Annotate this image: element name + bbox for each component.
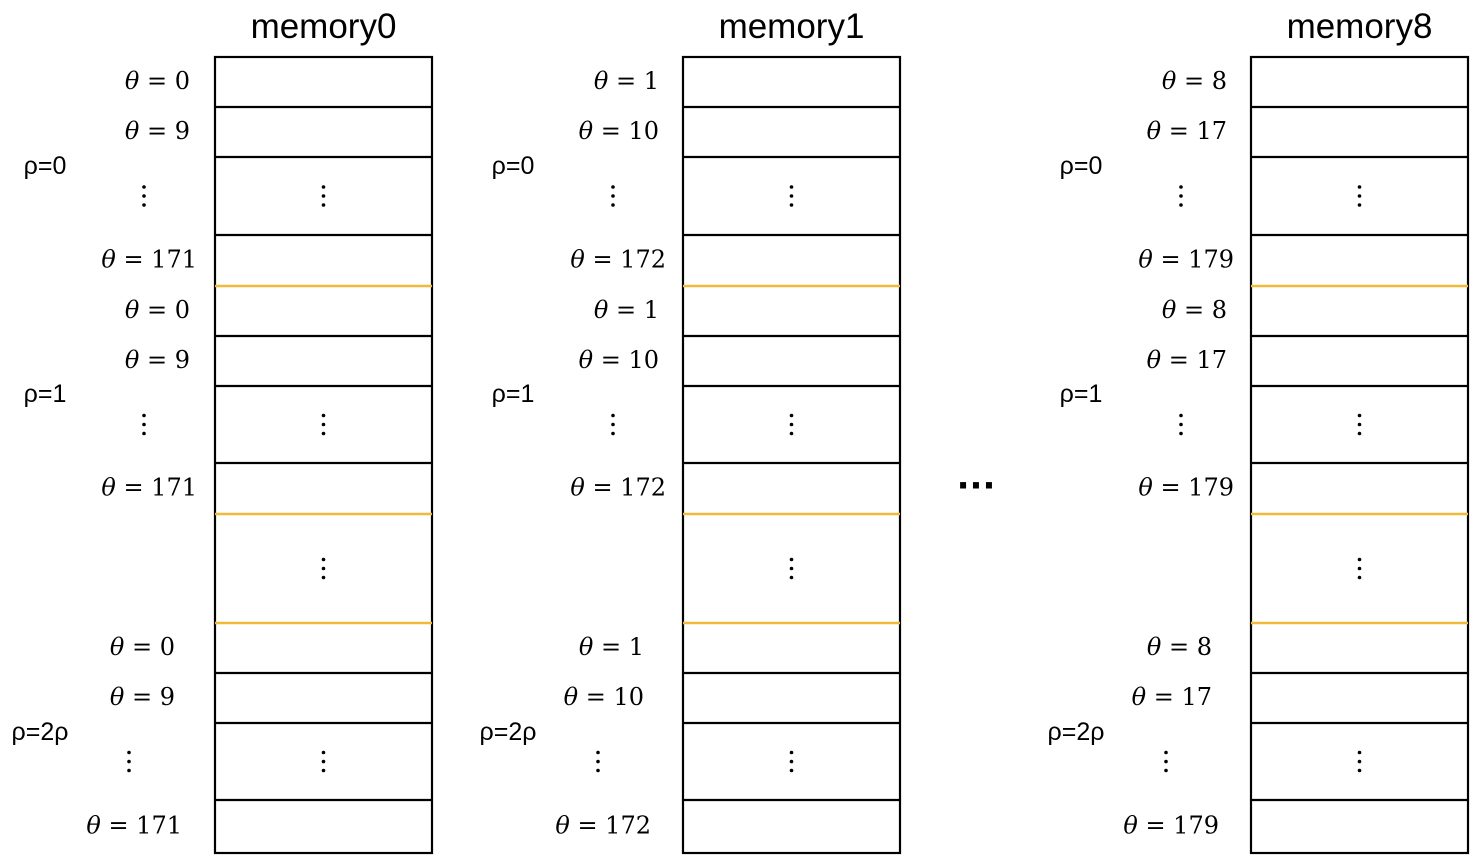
memory-block-outline <box>681 55 902 855</box>
theta-label-second: θ = 17 <box>1147 117 1227 145</box>
theta-label-last: θ = 171 <box>101 246 197 274</box>
rho-label: ρ=2ρ <box>12 718 69 746</box>
label-vertical-ellipsis <box>1179 413 1183 436</box>
rho-label: ρ=2ρ <box>480 718 537 746</box>
rho-label: ρ=1 <box>1060 380 1103 408</box>
rho-label: ρ=0 <box>24 152 67 180</box>
memory-title: memory8 <box>1287 7 1433 46</box>
cell-vertical-ellipsis <box>321 185 326 207</box>
theta-label-second: θ = 17 <box>1147 346 1227 374</box>
theta-label-first: θ = 1 <box>579 633 644 661</box>
rho-group-2: ρ=2ρ θ = 8 θ = 17 θ = 179 <box>1048 633 1219 840</box>
theta-label-second: θ = 10 <box>564 683 644 711</box>
theta-label-first: θ = 0 <box>125 296 190 324</box>
label-vertical-ellipsis <box>1179 185 1183 207</box>
theta-label-last: θ = 179 <box>1138 246 1234 274</box>
middle-vertical-ellipsis <box>321 557 326 580</box>
theta-label-second: θ = 17 <box>1132 683 1212 711</box>
rho-label: ρ=1 <box>492 380 535 408</box>
label-vertical-ellipsis <box>611 185 615 207</box>
rho-group-2: ρ=2ρ θ = 1 θ = 10 θ = 172 <box>480 633 651 840</box>
theta-label-last: θ = 171 <box>101 474 197 502</box>
cell-vertical-ellipsis <box>789 185 794 207</box>
theta-label-last: θ = 179 <box>1138 474 1234 502</box>
memory-column-memory0: memory0 ρ=0 θ = 0 θ = 9 θ = 171 ρ=1 θ = 0 θ = 9… <box>12 7 434 855</box>
theta-label-first: θ = 1 <box>594 67 659 95</box>
label-vertical-ellipsis <box>611 413 615 436</box>
theta-label-second: θ = 9 <box>125 346 190 374</box>
rho-group-1: ρ=1 θ = 1 θ = 10 θ = 172 <box>492 296 666 502</box>
cell-vertical-ellipsis <box>1357 185 1362 207</box>
memory-block-outline <box>213 55 434 855</box>
theta-label-second: θ = 9 <box>110 683 175 711</box>
label-vertical-ellipsis <box>1164 750 1168 773</box>
theta-label-first: θ = 0 <box>125 67 190 95</box>
memory-title: memory1 <box>719 7 865 46</box>
rho-group-2: ρ=2ρ θ = 0 θ = 9 θ = 171 <box>12 633 182 840</box>
cell-vertical-ellipsis <box>789 750 794 773</box>
theta-label-first: θ = 8 <box>1162 296 1227 324</box>
rho-group-1: ρ=1 θ = 8 θ = 17 θ = 179 <box>1060 296 1234 502</box>
rho-group-0: ρ=0 θ = 0 θ = 9 θ = 171 <box>24 67 197 274</box>
label-vertical-ellipsis <box>142 185 146 207</box>
cell-vertical-ellipsis <box>321 413 326 436</box>
rho-label: ρ=1 <box>24 380 67 408</box>
theta-label-second: θ = 9 <box>125 117 190 145</box>
rho-group-1: ρ=1 θ = 0 θ = 9 θ = 171 <box>24 296 197 502</box>
middle-vertical-ellipsis <box>1357 557 1362 580</box>
rho-group-0: ρ=0 θ = 1 θ = 10 θ = 172 <box>492 67 666 274</box>
memory-column-memory1: memory1 ρ=0 θ = 1 θ = 10 θ = 172 ρ=1 θ = 1 θ = … <box>480 7 902 855</box>
theta-label-first: θ = 0 <box>110 633 175 661</box>
theta-label-first: θ = 1 <box>594 296 659 324</box>
theta-label-second: θ = 10 <box>579 346 659 374</box>
rho-label: ρ=0 <box>1060 152 1103 180</box>
cell-vertical-ellipsis <box>321 750 326 773</box>
theta-label-first: θ = 8 <box>1147 633 1212 661</box>
cell-vertical-ellipsis <box>1357 413 1362 436</box>
memory-column-memory8: memory8 ρ=0 θ = 8 θ = 17 θ = 179 ρ=1 θ = 8 θ = … <box>1048 7 1470 855</box>
middle-vertical-ellipsis <box>789 557 794 580</box>
rho-label: ρ=2ρ <box>1048 718 1105 746</box>
theta-label-last: θ = 171 <box>86 812 182 840</box>
label-vertical-ellipsis <box>142 413 146 436</box>
memory-block-outline <box>1249 55 1470 855</box>
theta-label-last: θ = 172 <box>555 812 651 840</box>
theta-label-second: θ = 10 <box>579 117 659 145</box>
cell-vertical-ellipsis <box>789 413 794 436</box>
theta-label-first: θ = 8 <box>1162 67 1227 95</box>
rho-group-0: ρ=0 θ = 8 θ = 17 θ = 179 <box>1060 67 1234 274</box>
theta-label-last: θ = 179 <box>1123 812 1219 840</box>
cell-vertical-ellipsis <box>1357 750 1362 773</box>
label-vertical-ellipsis <box>596 750 600 773</box>
memory-title: memory0 <box>251 7 397 46</box>
label-vertical-ellipsis <box>127 750 131 773</box>
theta-label-last: θ = 172 <box>570 474 666 502</box>
between-columns-ellipsis: ··· <box>957 466 996 506</box>
rho-label: ρ=0 <box>492 152 535 180</box>
theta-label-last: θ = 172 <box>570 246 666 274</box>
